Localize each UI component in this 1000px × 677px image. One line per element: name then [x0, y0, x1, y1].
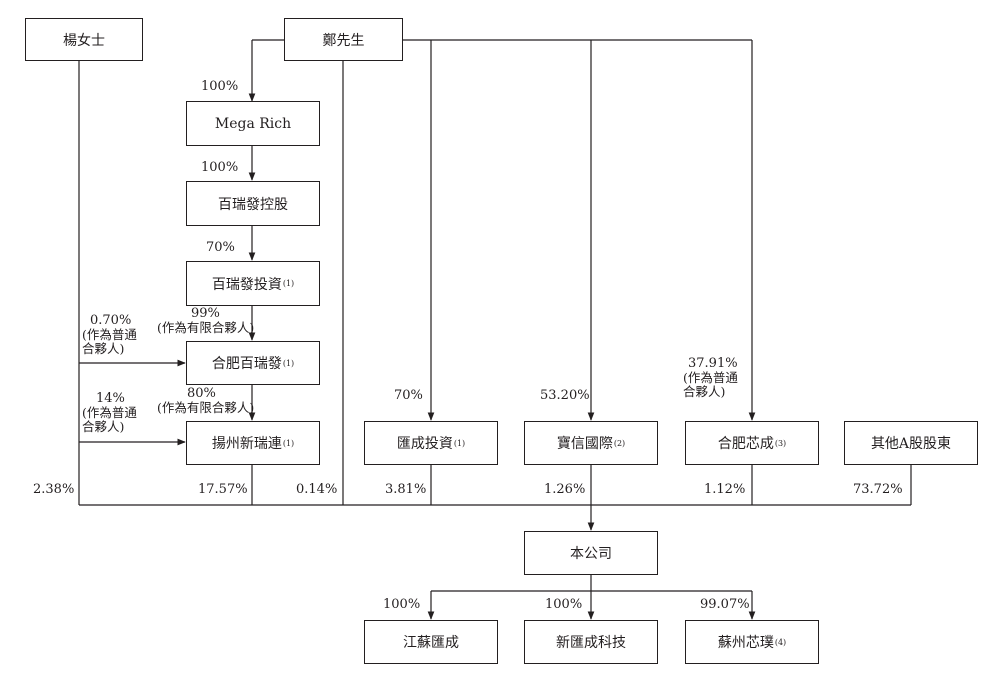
entity-name: 百瑞發控股: [218, 196, 288, 213]
entity-name: 其他A股股東: [870, 436, 952, 452]
pct-sub-jiangsu: 100%: [383, 597, 421, 612]
entity-hefei-bairuifa: 合肥百瑞發(1): [186, 341, 320, 385]
entity-name: 百瑞發投資: [211, 276, 282, 293]
footnote-ref: (3): [774, 438, 787, 448]
entity-name: 寶信國際: [556, 436, 613, 452]
role-yang-yangzhou-1: (作為普通: [82, 405, 137, 420]
footnote-ref: (2): [613, 438, 626, 448]
role-zheng-hefeixc-1: (作為普通: [683, 370, 738, 385]
pct-yang-hefei: 0.70%: [90, 313, 132, 328]
role-yang-hefei-1: (作為普通: [82, 327, 137, 342]
pct-sub-suzhou: 99.07%: [700, 597, 750, 612]
entity-jiangsu-huicheng: 江蘇匯成: [364, 620, 498, 664]
entity-name: 揚州新瑞連: [211, 436, 282, 452]
footnote-ref: (4): [774, 637, 787, 647]
pct-hefei-yangzhou: 80%: [187, 386, 216, 401]
entity-name: 鄭先生: [322, 32, 365, 49]
pct-company-mr-zheng: 0.14%: [296, 482, 338, 497]
role-hefei-yangzhou: (作為有限合夥人): [157, 400, 255, 415]
role-yang-hefei-2: 合夥人): [82, 341, 125, 356]
entity-name: Mega Rich: [214, 115, 292, 132]
entity-baoxin-intl: 寶信國際(2): [524, 421, 658, 465]
entity-yangzhou-xinruilian: 揚州新瑞連(1): [186, 421, 320, 465]
role-zheng-hefeixc-2: 合夥人): [683, 384, 726, 399]
footnote-ref: (1): [282, 279, 295, 288]
entity-huicheng-invest: 匯成投資(1): [364, 421, 498, 465]
entity-company: 本公司: [524, 531, 658, 575]
entity-name: 楊女士: [63, 32, 105, 49]
entity-xin-huicheng-tech: 新匯成科技: [524, 620, 658, 664]
entity-name: 新匯成科技: [556, 635, 626, 651]
footnote-ref: (1): [282, 438, 295, 448]
pct-company-yangzhou: 17.57%: [198, 482, 248, 497]
pct-zheng-hefeixc: 37.91%: [688, 356, 738, 371]
role-invest-hefei: (作為有限合夥人): [157, 320, 255, 335]
pct-company-other: 73.72%: [853, 482, 903, 497]
role-yang-yangzhou-2: 合夥人): [82, 419, 125, 434]
pct-zheng-baoxin: 53.20%: [540, 388, 590, 403]
pct-company-hefeixc: 1.12%: [704, 482, 746, 497]
pct-holding-invest: 70%: [206, 240, 235, 255]
entity-name: 匯成投資: [396, 436, 453, 452]
entity-mega-rich: Mega Rich: [186, 101, 320, 146]
footnote-ref: (1): [453, 438, 466, 448]
pct-company-huicheng: 3.81%: [385, 482, 427, 497]
entity-name: 合肥百瑞發: [211, 356, 282, 372]
entity-name: 江蘇匯成: [403, 635, 459, 651]
entity-other-a-share: 其他A股股東: [844, 421, 978, 465]
pct-company-ms-yang: 2.38%: [33, 482, 75, 497]
pct-yang-yangzhou: 14%: [96, 391, 125, 406]
entity-hefei-xincheng: 合肥芯成(3): [685, 421, 819, 465]
entity-name: 合肥芯成: [717, 436, 774, 452]
pct-megarich-holding: 100%: [201, 160, 239, 175]
footnote-ref: (1): [282, 358, 295, 368]
pct-zheng-megarich: 100%: [201, 79, 239, 94]
entity-name: 本公司: [570, 546, 612, 562]
entity-mr-zheng: 鄭先生: [284, 18, 403, 61]
entity-bairuifa-invest: 百瑞發投資(1): [186, 261, 320, 306]
pct-sub-xinhuicheng: 100%: [545, 597, 583, 612]
pct-zheng-huicheng: 70%: [394, 388, 423, 403]
entity-bairuifa-holding: 百瑞發控股: [186, 181, 320, 226]
entity-ms-yang: 楊女士: [25, 18, 143, 61]
entity-name: 蘇州芯璞: [717, 635, 774, 651]
pct-invest-hefei: 99%: [191, 306, 220, 321]
entity-suzhou-xinpu: 蘇州芯璞(4): [685, 620, 819, 664]
pct-company-baoxin: 1.26%: [544, 482, 586, 497]
